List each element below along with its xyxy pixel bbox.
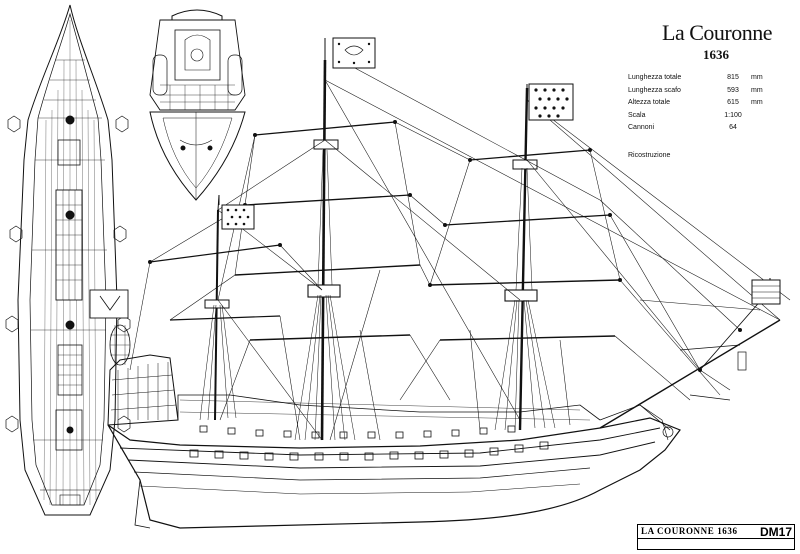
ship-year: 1636 <box>703 47 729 62</box>
title-block-divider <box>638 538 794 539</box>
spec-row-length-total: Lunghezza totale 815 mm <box>628 72 778 85</box>
stern-view <box>149 9 246 201</box>
rigging-blocks <box>148 120 742 372</box>
stern-lanterns <box>89 289 131 366</box>
spec-value: 615 <box>727 99 739 106</box>
spec-row-length-hull: Lunghezza scafo 593 mm <box>628 85 778 98</box>
fore-mast <box>429 87 621 431</box>
spec-label: Lunghezza scafo <box>628 86 681 94</box>
spritsail-yard <box>679 344 747 401</box>
shrouds <box>199 149 556 441</box>
spec-row-height-total: Altezza totale 615 mm <box>628 97 778 110</box>
spec-unit: mm <box>751 99 763 106</box>
spec-label: Lunghezza totale <box>628 74 682 81</box>
fore-mast-flag <box>526 83 574 121</box>
spec-value: 1:100 <box>724 111 742 119</box>
specifications-table: Lunghezza totale 815 mm Lunghezza scafo … <box>628 72 778 135</box>
title-block-code: DM17 <box>759 525 792 539</box>
drawing-title-block: LA COURONNE 1636 DM17 <box>637 524 795 550</box>
title-block-name: LA COURONNE 1636 <box>641 526 738 536</box>
spec-value: 64 <box>729 124 737 131</box>
hull-side-view <box>107 289 781 529</box>
rigging-lines <box>129 59 791 441</box>
bowsprit-flag <box>751 278 781 305</box>
spec-label: Scala <box>628 111 646 119</box>
main-mast-flag <box>324 37 376 69</box>
spec-unit: mm <box>751 74 763 81</box>
reconstruction-label: Ricostruzione <box>628 152 671 159</box>
mizzen-mast-flag <box>218 195 255 230</box>
spec-label: Altezza totale <box>628 99 671 106</box>
mizzen-mast <box>149 194 281 421</box>
spec-value: 815 <box>727 74 739 81</box>
ship-name-title: La Couronne <box>662 20 772 45</box>
spec-value: 593 <box>727 86 739 94</box>
main-mast <box>234 59 421 441</box>
spec-unit: mm <box>751 86 763 94</box>
spec-row-scale: Scala 1:100 <box>628 110 778 123</box>
deck-plan-top-view <box>5 4 131 516</box>
spec-label: Cannoni <box>628 124 655 131</box>
spec-row-cannons: Cannoni 64 <box>628 122 778 135</box>
